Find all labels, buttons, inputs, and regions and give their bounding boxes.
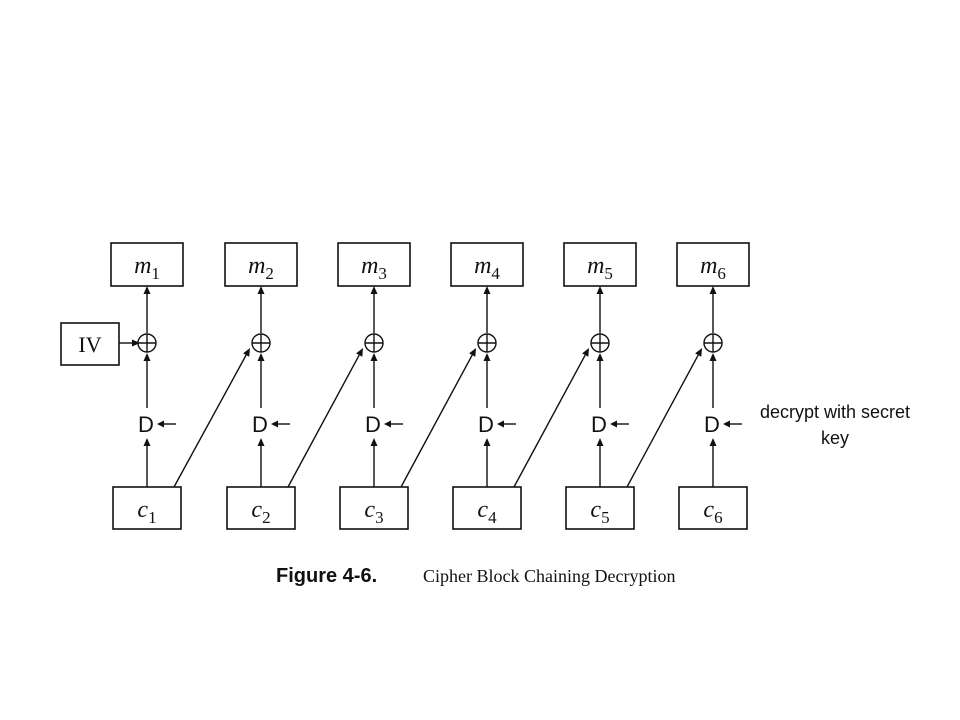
plaintext-label-3: m3 [361,253,387,283]
ciphertext-box-5 [565,486,635,530]
ciphertext-box-3 [339,486,409,530]
key-arrow-head-1 [157,420,164,428]
ciphertext-label-2: c2 [251,497,270,527]
key-arrow-head-6 [723,420,730,428]
arrow-xor-to-m3-head [370,286,378,294]
key-arrow-head-2 [271,420,278,428]
arrow-d-to-xor1-head [143,353,151,361]
plaintext-label-2: m2 [248,253,274,283]
key-arrow-head-3 [384,420,391,428]
arrow-c-to-d4-head [483,438,491,446]
arrow-c-to-d5-head [596,438,604,446]
plaintext-label-5: m5 [587,253,613,283]
plaintext-box-2 [224,242,298,287]
key-arrow-head-5 [610,420,617,428]
arrow-c-to-d1-head [143,438,151,446]
chain-arrow-head-4 [582,348,589,357]
ciphertext-box-1 [112,486,182,530]
xor-5 [590,333,610,353]
ciphertext-box-6 [678,486,748,530]
arrow-xor-to-m5-head [596,286,604,294]
chain-arrow-1-to-2 [173,354,247,488]
xor-4 [477,333,497,353]
iv-box [60,322,120,366]
annotation-line-1: decrypt with secret [760,402,910,422]
arrow-xor-to-m2-head [257,286,265,294]
ciphertext-label-3: c3 [364,497,383,527]
ciphertext-box-4 [452,486,522,530]
decrypt-label-5: D [591,412,607,437]
arrow-xor-to-m6-head [709,286,717,294]
xor-3 [364,333,384,353]
annotation-line-2: key [821,428,849,448]
xor-6 [703,333,723,353]
figure-title: Cipher Block Chaining Decryption [423,566,675,586]
ciphertext-label-4: c4 [477,497,497,527]
chain-arrow-3-to-4 [400,354,473,488]
ciphertext-box-2 [226,486,296,530]
plaintext-box-6 [676,242,750,287]
decrypt-label-1: D [138,412,154,437]
plaintext-label-4: m4 [474,253,500,283]
plaintext-box-1 [110,242,184,287]
decrypt-label-3: D [365,412,381,437]
plaintext-box-5 [563,242,637,287]
plaintext-box-4 [450,242,524,287]
arrow-xor-to-m1-head [143,286,151,294]
figure-caption: Figure 4-6. Cipher Block Chaining Decryp… [276,565,675,587]
ciphertext-label-6: c6 [703,497,722,527]
chain-arrow-head-2 [356,348,363,357]
decrypt-label-6: D [704,412,720,437]
arrow-d-to-xor5-head [596,353,604,361]
chain-arrow-head-1 [243,348,250,357]
arrow-c-to-d3-head [370,438,378,446]
decrypt-label-4: D [478,412,494,437]
arrow-d-to-xor3-head [370,353,378,361]
plaintext-label-6: m6 [700,253,726,283]
chain-arrow-head-5 [695,348,702,357]
iv-block: IV [60,322,140,366]
iv-arrowhead [132,339,140,347]
arrow-d-to-xor6-head [709,353,717,361]
chain-arrow-2-to-3 [287,354,360,488]
decrypt-annotation: decrypt with secret key [760,402,910,448]
xor-2 [251,333,271,353]
decrypt-label-2: D [252,412,268,437]
xor-1 [137,333,157,353]
arrow-d-to-xor2-head [257,353,265,361]
key-arrow-head-4 [497,420,504,428]
chain-arrow-4-to-5 [513,354,586,488]
chain-arrow-head-3 [469,348,476,357]
figure-number: Figure 4-6. [276,565,377,587]
arrow-d-to-xor4-head [483,353,491,361]
chain-arrow-5-to-6 [626,354,699,488]
arrow-xor-to-m4-head [483,286,491,294]
arrow-c-to-d6-head [709,438,717,446]
iv-label: IV [78,332,101,357]
arrow-c-to-d2-head [257,438,265,446]
ciphertext-label-5: c5 [590,497,609,527]
ciphertext-label-1: c1 [137,497,156,527]
plaintext-label-1: m1 [134,253,160,283]
